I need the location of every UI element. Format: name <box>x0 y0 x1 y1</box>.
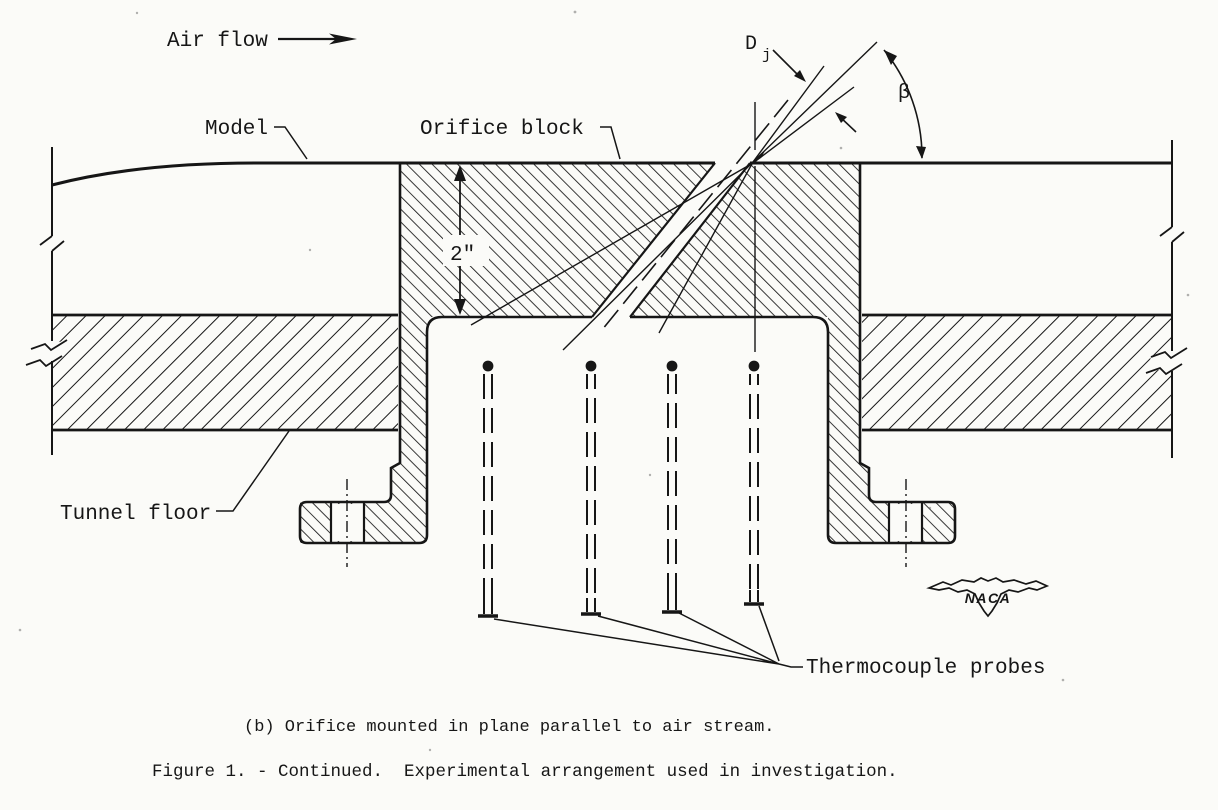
naca-wings-icon <box>926 577 1050 618</box>
break-symbols <box>25 140 1188 458</box>
probe-stem <box>749 374 759 590</box>
hatch-fills <box>52 163 1172 543</box>
beta-angle-annotation: β <box>883 49 926 159</box>
model-label: Model <box>205 118 268 141</box>
flange-bolts <box>329 479 924 567</box>
subcaption: (b) Orifice mounted in plane parallel to… <box>244 718 775 737</box>
probe-stem <box>586 374 596 598</box>
right-edge-break-icon <box>1159 226 1185 243</box>
jet-construction-lines <box>470 41 878 352</box>
jet-channel-wall-right <box>629 162 751 318</box>
bolt-hole-right-edges <box>887 502 924 543</box>
thermocouple-probe <box>478 360 498 618</box>
bolt-hole-left-edges <box>329 502 366 543</box>
air-flow-arrow <box>278 33 357 45</box>
orifice-block <box>298 162 957 545</box>
tunnel-floor-right <box>862 315 1172 430</box>
probe-stem-end <box>586 598 596 612</box>
orifice-block-label: Orifice block <box>420 118 584 141</box>
probe-tip <box>666 360 678 372</box>
block-outline-right <box>630 163 957 545</box>
model-leader <box>274 126 308 160</box>
thermocouple-probes-label: Thermocouple probes <box>806 657 1045 680</box>
jet-angle-label: β <box>898 82 910 105</box>
probe-stem <box>483 374 493 598</box>
beta-arc-arrowhead-top <box>884 50 897 65</box>
probe-leader-lines <box>493 605 803 668</box>
scan-specks <box>18 10 1190 752</box>
tunnel-floor-edges <box>52 313 1172 432</box>
jet-channel-wall-left <box>591 162 716 318</box>
dimension-arrowhead-down <box>454 299 466 315</box>
naca-logo: NACA <box>926 577 1050 618</box>
beta-arc-arrowhead-bottom <box>916 146 926 159</box>
thermocouple-probe <box>744 360 764 606</box>
probe-tip <box>748 360 760 372</box>
probe-stem-end <box>667 596 677 610</box>
left-floor-break-icon <box>25 339 68 368</box>
probe-tip <box>482 360 494 372</box>
left-edge-break-icon <box>39 235 65 252</box>
dimension-label-box <box>443 235 489 266</box>
jet-origin-arrowhead <box>753 149 766 162</box>
probe-stem-end <box>483 598 493 614</box>
probe-tip <box>585 360 597 372</box>
tunnel-floor-label: Tunnel floor <box>60 503 211 526</box>
orifice-block-plate-right <box>630 163 860 317</box>
model-surface-left-line <box>51 161 715 187</box>
air-flow-label: Air flow <box>167 30 268 53</box>
model-surface <box>51 161 1172 187</box>
block-outline-left <box>298 163 592 545</box>
figure-caption: Figure 1. - Continued. Experimental arra… <box>152 762 898 782</box>
orifice-block-leg-left <box>300 317 427 543</box>
orifice-block-plate-left <box>400 163 715 317</box>
dimension-arrowhead-up <box>454 165 466 181</box>
thermocouple-probe <box>662 360 682 614</box>
jet-diameter-label: D <box>745 33 757 56</box>
probe-stem-end <box>749 590 759 602</box>
right-floor-break-icon <box>1145 347 1188 376</box>
label-leaders <box>216 126 621 512</box>
jet-diameter-subscript: j <box>762 47 771 64</box>
jet-diameter-annotation: D j <box>745 33 857 133</box>
dj-arrowhead-upper <box>794 70 806 82</box>
probe-stem <box>667 374 677 596</box>
orifice-block-leader <box>600 126 621 160</box>
thermocouple-probe <box>581 360 601 616</box>
tunnel-floor-leader <box>216 430 290 512</box>
jet-boundary-line-inner <box>470 86 855 326</box>
air-flow-arrowhead <box>329 33 357 45</box>
thermocouple-probes <box>478 360 803 668</box>
thickness-dimension-label: 2" <box>450 244 475 267</box>
tunnel-floor-left <box>52 315 398 430</box>
jet-channel-centerline <box>601 99 789 331</box>
thickness-dimension: 2" <box>443 165 489 315</box>
dj-arrowhead-lower <box>835 112 847 123</box>
naca-logo-text: NACA <box>965 590 1011 606</box>
